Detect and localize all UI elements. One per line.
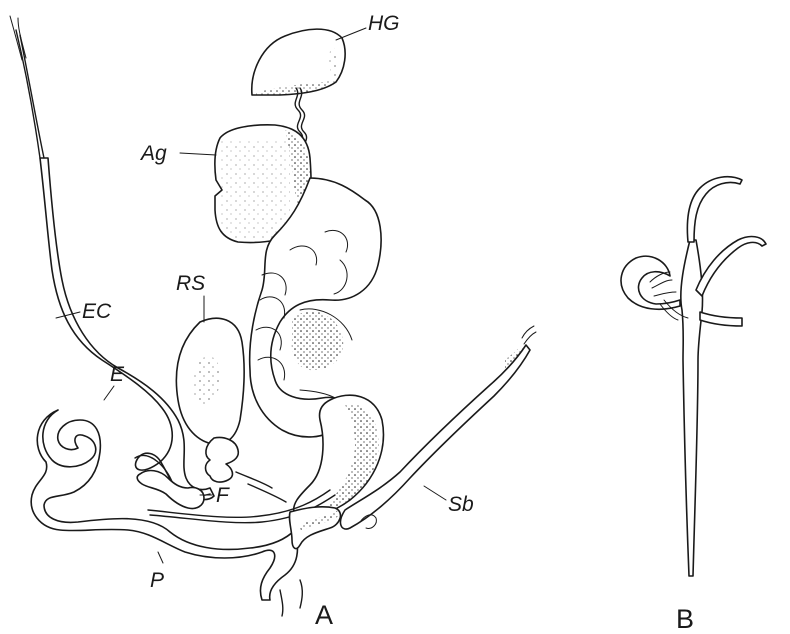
label-sb: Sb: [448, 493, 474, 516]
panel-label-a: A: [315, 600, 333, 630]
label-rs: RS: [176, 272, 205, 295]
panel-label-b: B: [676, 604, 694, 634]
label-ec: EC: [82, 300, 112, 323]
label-ag: Ag: [139, 142, 167, 165]
leader-ag: [180, 153, 216, 155]
spermathecal-duct: [248, 484, 286, 502]
label-f: F: [216, 484, 230, 507]
hermaphrodite-gland: [252, 29, 345, 95]
label-e: E: [110, 363, 125, 386]
leader-e: [104, 386, 114, 400]
label-p: P: [150, 569, 164, 592]
epiphallus-caecum: [10, 16, 44, 158]
leader-p: [158, 552, 163, 563]
panel-b-drawing: [621, 177, 766, 576]
leader-sb: [424, 486, 446, 500]
label-hg: HG: [368, 12, 400, 35]
leader-hg: [336, 28, 366, 40]
